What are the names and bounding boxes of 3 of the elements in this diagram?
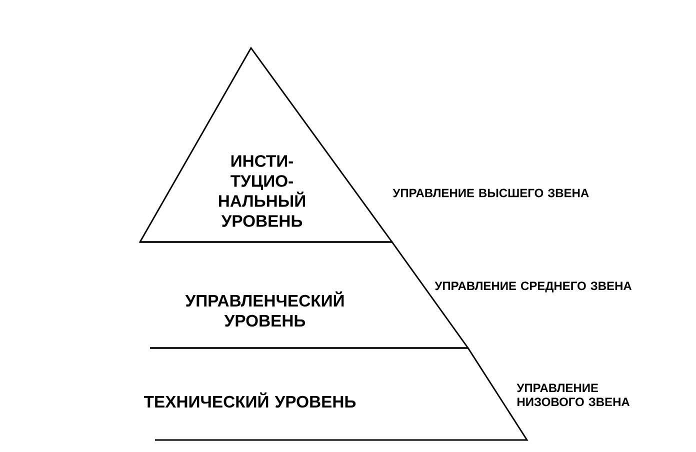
level-caption: УПРАВЛЕНИЕ ВЫСШЕГО ЗВЕНА (392, 188, 589, 198)
level-caption: УПРАВЛЕНИЕ СРЕДНЕГО ЗВЕНА (434, 282, 632, 292)
level-caption: УПРАВЛЕНИЕ НИЗОВОГО ЗВЕНА (516, 384, 630, 406)
